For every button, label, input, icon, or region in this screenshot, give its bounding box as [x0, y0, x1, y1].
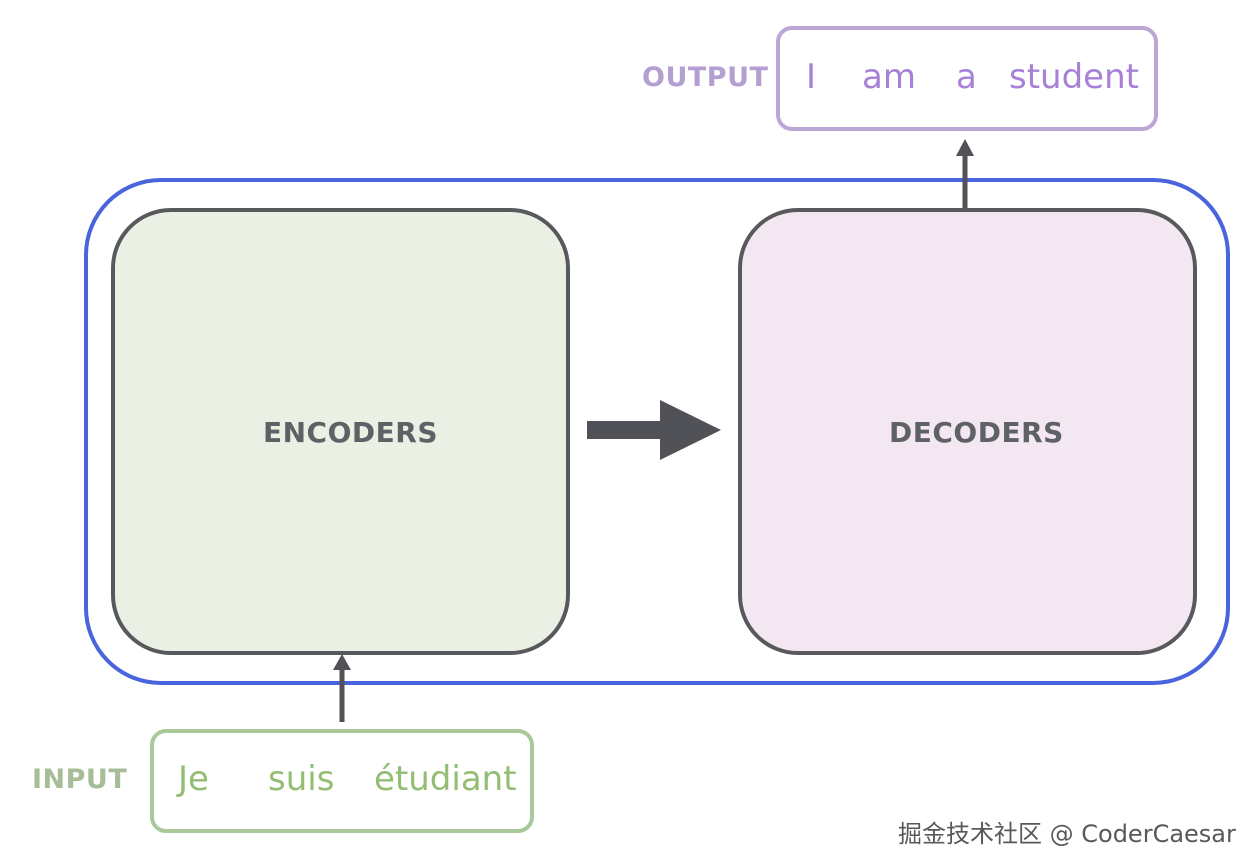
- decoders-label: DECODERS: [889, 416, 1064, 449]
- output-word: am: [862, 57, 916, 97]
- decoder-to-output-arrow: [956, 139, 974, 208]
- output-word: a: [956, 57, 977, 97]
- encoders-box: [111, 208, 570, 655]
- encoder-to-decoder-arrow: [587, 400, 721, 460]
- watermark: 掘金技术社区 @ CoderCaesar: [898, 820, 1236, 848]
- input-word: étudiant: [374, 759, 517, 799]
- output-word: student: [1009, 57, 1139, 97]
- input-word: Je: [178, 759, 209, 799]
- output-box: [776, 26, 1158, 131]
- output-label: OUTPUT: [642, 62, 769, 93]
- input-to-encoder-arrow: [333, 654, 351, 722]
- model-container: [84, 178, 1230, 685]
- input-label: INPUT: [32, 764, 128, 795]
- output-word: I: [806, 57, 817, 97]
- encoders-label: ENCODERS: [263, 416, 439, 449]
- input-word: suis: [268, 759, 335, 799]
- decoders-box: [738, 208, 1197, 655]
- input-box: [150, 729, 534, 833]
